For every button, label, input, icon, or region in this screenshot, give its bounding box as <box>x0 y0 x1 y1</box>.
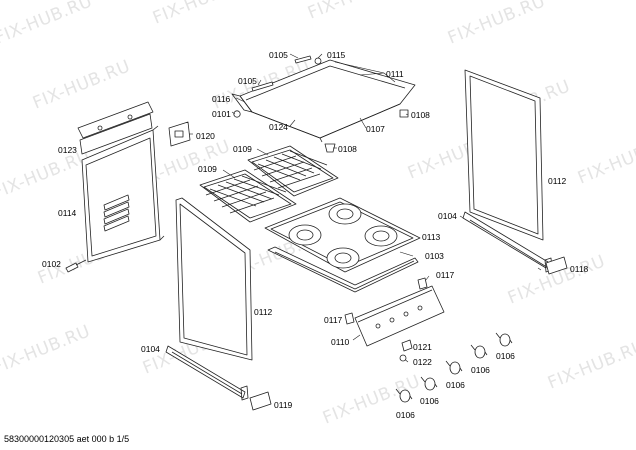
part-label: 0115 <box>327 50 346 60</box>
control-knob-part <box>495 332 513 347</box>
part-label: 0112 <box>548 176 567 186</box>
part-label: 0104 <box>141 344 160 354</box>
part-label: 0118 <box>570 264 589 274</box>
part-label: 0121 <box>413 342 432 352</box>
control-knob-part <box>470 344 488 359</box>
control-panel-part <box>344 277 445 347</box>
part-label: 0119 <box>274 400 293 410</box>
part-label: 0116 <box>212 94 231 104</box>
pan-support-grate-part <box>247 145 339 197</box>
pan-support-grate-part <box>199 169 297 223</box>
part-label: 0106 <box>396 410 415 420</box>
part-label: 0108 <box>411 110 430 120</box>
hob-frame-part <box>267 246 419 293</box>
part-label: 0102 <box>42 259 61 269</box>
part-label: 0114 <box>58 208 77 218</box>
foot-part <box>399 109 409 118</box>
hob-plate-part <box>264 197 421 273</box>
part-label: 0117 <box>324 315 343 325</box>
right-side-panel-part <box>464 69 544 241</box>
part-label: 0103 <box>425 251 444 261</box>
foot-part <box>324 143 336 153</box>
clip-part <box>168 121 191 147</box>
part-label: 0104 <box>438 211 457 221</box>
rail-part <box>165 345 249 401</box>
part-label: 0122 <box>413 357 432 367</box>
back-bracket-part <box>77 101 154 155</box>
document-reference: 58300000120305 aet 000 b 1/5 <box>4 434 130 444</box>
screw-part <box>65 259 87 273</box>
part-label: 0120 <box>196 131 215 141</box>
part-label: 0117 <box>436 270 455 280</box>
fitting-part <box>399 354 407 362</box>
part-label: 0110 <box>331 337 350 347</box>
part-label: 0106 <box>496 351 515 361</box>
end-cap-part <box>545 256 568 275</box>
fitting-part <box>401 339 413 352</box>
control-knob-part <box>445 360 463 375</box>
top-lid-part <box>231 59 416 143</box>
part-label: 0109 <box>198 164 217 174</box>
nut-part <box>233 110 241 118</box>
part-label: 0101 <box>212 109 231 119</box>
part-label: 0106 <box>420 396 439 406</box>
part-label: 0123 <box>58 145 77 155</box>
part-label: 0107 <box>366 124 385 134</box>
part-label: 0111 <box>386 69 404 79</box>
left-side-panel-part <box>81 125 165 263</box>
part-label: 0108 <box>338 144 357 154</box>
part-label: 0105 <box>269 50 288 60</box>
end-cap-part <box>249 391 272 411</box>
part-label: 0106 <box>446 380 465 390</box>
part-label: 0105 <box>238 76 257 86</box>
control-knob-part <box>395 388 413 403</box>
part-label: 0113 <box>422 232 441 242</box>
part-label: 0106 <box>471 365 490 375</box>
part-label: 0124 <box>269 122 288 132</box>
front-panel-part <box>175 197 253 361</box>
rail-part <box>462 211 553 273</box>
control-knob-part <box>420 376 438 391</box>
part-label: 0112 <box>254 307 273 317</box>
part-label: 0109 <box>233 144 252 154</box>
